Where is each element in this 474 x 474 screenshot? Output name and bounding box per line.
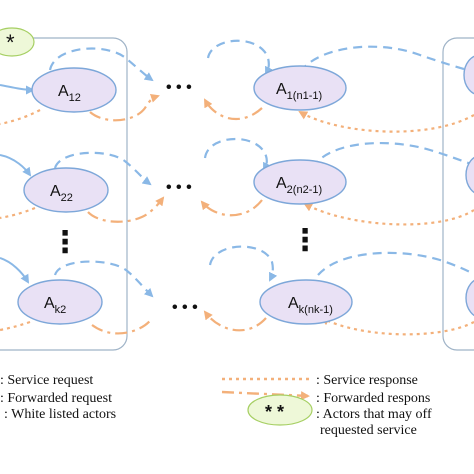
legend-service-response: : Service response [316,373,418,388]
legend-whitelist-stars: * * [265,402,284,422]
actor-subscript: 12 [69,92,81,104]
actor-node-akn: Ak(nk-1) [259,279,353,325]
service-response-arrow [0,109,41,126]
actor-node-a12: A12 [31,67,117,113]
actor-node-a2n: A2(n2-1) [253,159,347,205]
whitelist-badge [0,27,35,57]
svg-text:A1(n1-1): A1(n1-1) [276,81,322,102]
right-actor-group [442,37,474,351]
legend-forwarded-response-line [221,390,310,401]
actor-node-a22: A22 [23,167,109,213]
actor-subscript: k2 [55,304,67,316]
vertical-ellipsis: ⋮ [50,226,80,259]
service-response-arrow [298,111,474,133]
forwarded-request-arrow [200,199,263,217]
service-request-arrow [311,142,474,169]
service-request-arrow [299,45,474,74]
whitelist-badge-star: * [6,30,15,55]
actor-name: A [276,81,287,98]
horizontal-ellipsis: • • • [166,79,192,96]
service-response-arrow [0,206,36,220]
actor-node-partial [465,279,474,317]
service-request-arrow [0,154,32,177]
actor-name: A [276,175,287,192]
horizontal-ellipsis: • • • [166,179,192,196]
svg-text:A12: A12 [58,83,81,104]
service-response-arrow [303,203,474,226]
forwarded-request-arrow [203,310,267,332]
left-actor-group [0,37,128,351]
actor-subscript: 1(n1-1) [287,90,322,102]
legend: : Service request : Forwarded request : … [0,373,432,438]
service-request-arrow [0,257,30,284]
legend-offer-line1: : Actors that may off [316,407,432,422]
forwarded-request-arrow [87,196,165,223]
forwarded-request-arrow [204,98,263,120]
actor-subscript: 2(n2-1) [287,184,322,196]
actor-subscript: k(nk-1) [299,304,333,316]
actor-name: A [44,295,55,312]
actor-node-partial [465,156,474,194]
legend-forwarded-response: : Forwarded respons [316,391,430,406]
vertical-ellipsis: ⋮ [290,224,320,257]
legend-service-request: : Service request [0,373,93,388]
legend-offer-line2: requested service [320,423,417,438]
actor-node-a1n: A1(n1-1) [253,65,347,111]
service-request-arrow [0,84,35,95]
actor-name: A [50,183,61,200]
actor-node-ak2: Ak2 [17,279,103,325]
service-request-arrow [48,47,154,82]
legend-whitelist-badge [247,394,313,426]
service-request-arrow [203,137,272,172]
svg-text:A22: A22 [50,183,73,204]
horizontal-ellipsis: • • • [172,299,198,316]
actor-subscript: 22 [61,192,73,204]
legend-white-listed: : White listed actors [4,407,116,422]
actor-name: A [288,295,299,312]
actor-name: A [58,83,69,100]
service-request-arrow [53,260,154,298]
forwarded-request-arrow [89,93,160,122]
service-response-arrow [320,317,474,336]
service-request-arrow [317,251,474,276]
svg-text:A2(n2-1): A2(n2-1) [276,175,322,196]
actor-node-partial [463,55,474,95]
legend-forwarded-request: : Forwarded request [0,391,112,406]
service-request-arrow [53,151,152,186]
service-response-arrow [0,320,31,332]
svg-text:Ak2: Ak2 [44,295,66,316]
service-request-arrow [208,245,278,282]
service-request-arrow [206,39,274,76]
svg-text:Ak(nk-1): Ak(nk-1) [288,295,333,316]
forwarded-request-arrow [91,317,153,335]
